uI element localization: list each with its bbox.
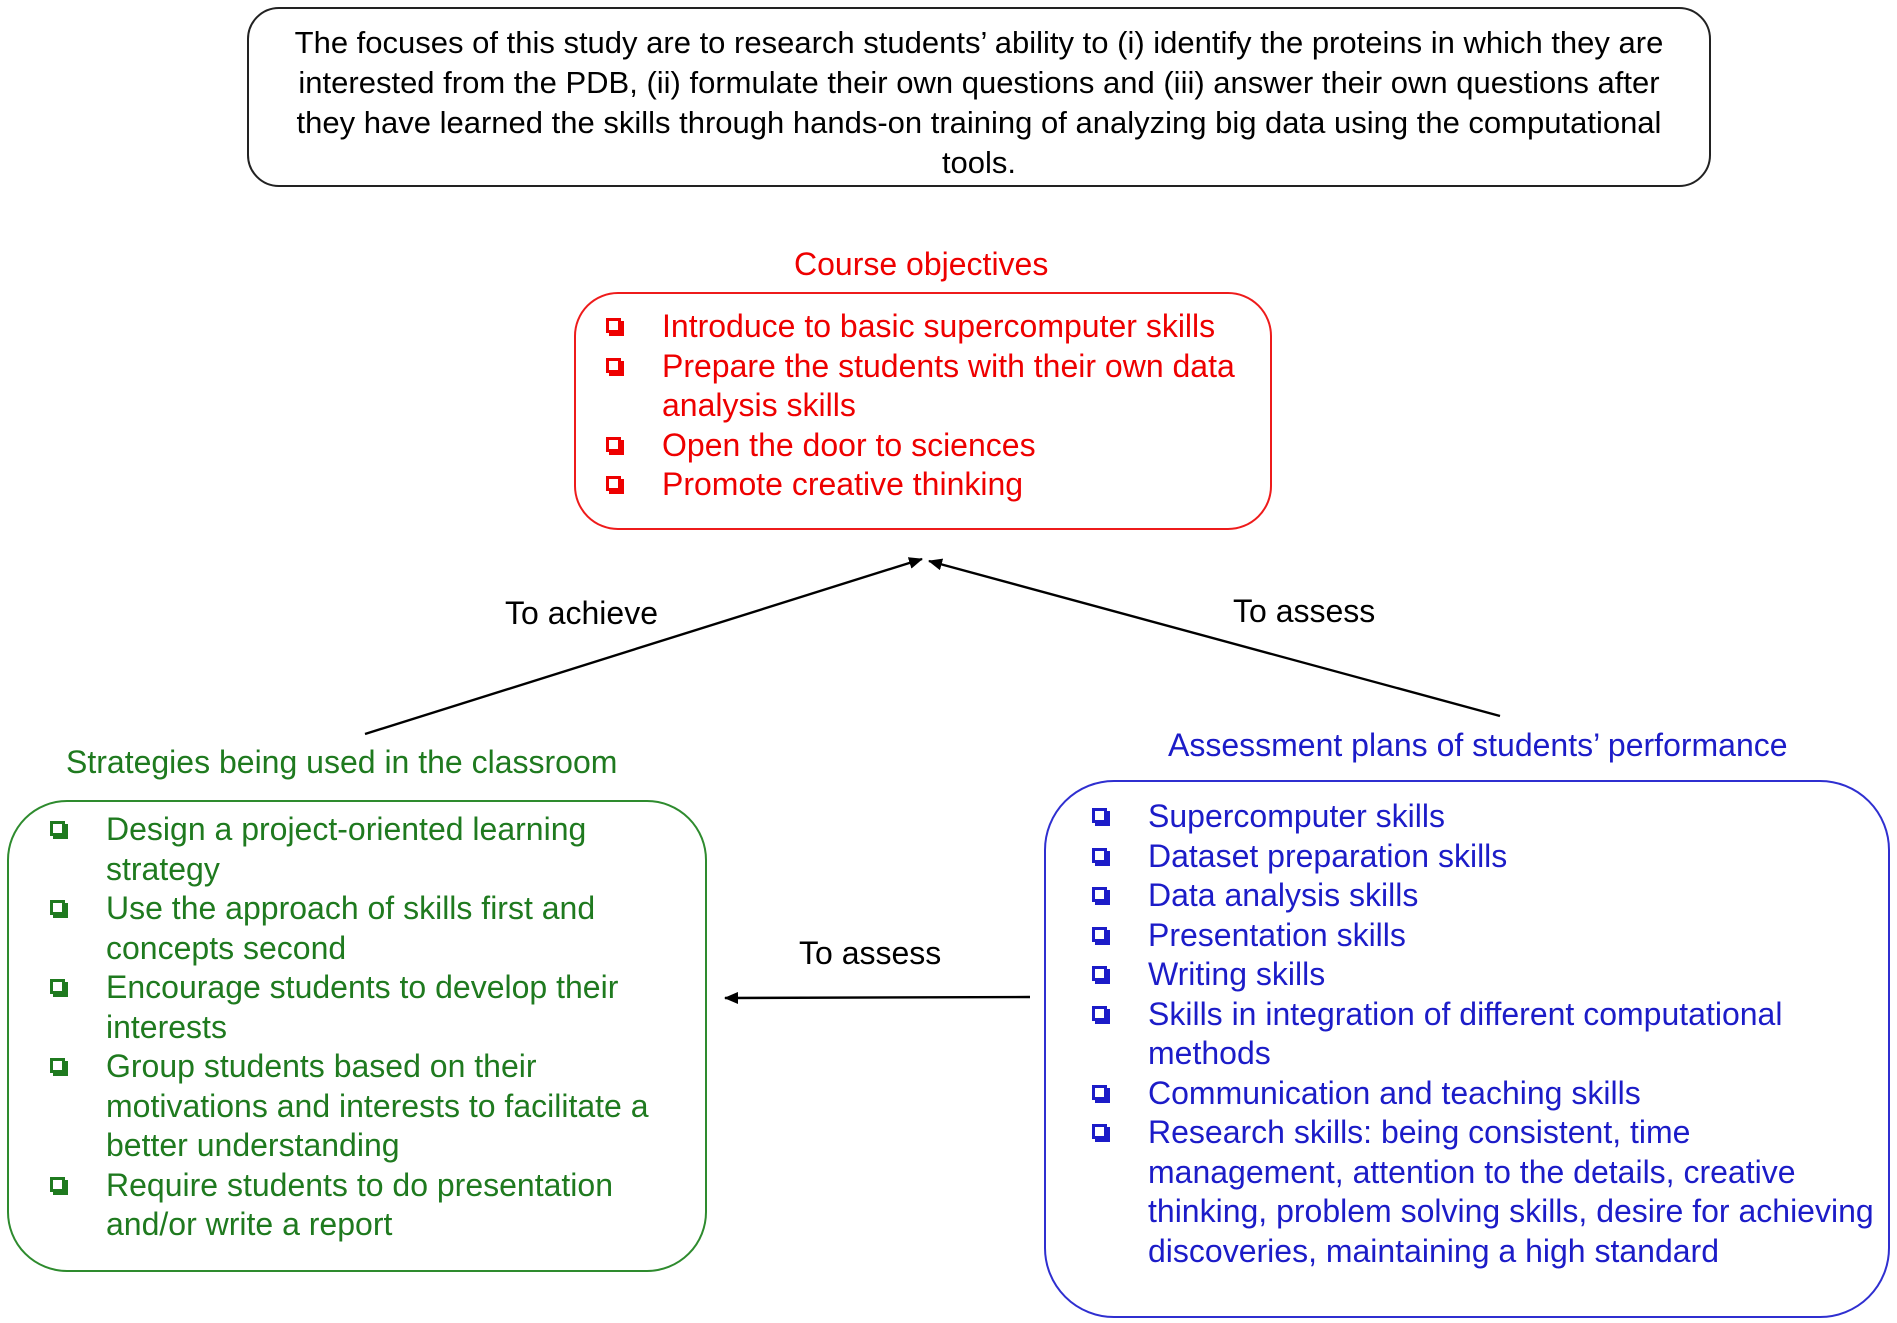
checkbox-bullet-icon — [1092, 1124, 1110, 1142]
list-item: Supercomputer skills — [1092, 797, 1882, 837]
checkbox-bullet-icon — [1092, 847, 1110, 866]
list-item: Presentation skills — [1092, 916, 1882, 956]
list-item: Open the door to sciences — [606, 426, 1266, 466]
checkbox-bullet-icon — [50, 979, 68, 997]
study-focus-text: The focuses of this study are to researc… — [294, 25, 1664, 180]
course-objectives-box — [574, 292, 1272, 530]
course-objectives-title: Course objectives — [794, 246, 1049, 282]
checkbox-bullet-icon — [50, 821, 68, 839]
checkbox-bullet-icon — [606, 436, 624, 455]
assessment-plans-box — [1044, 780, 1890, 1318]
arrow-to-assess-objectives — [928, 558, 1501, 718]
to-achieve-label: To achieve — [505, 595, 658, 631]
to-assess-label-top: To assess — [1233, 593, 1376, 629]
list-item: Group students based on their motivation… — [50, 1047, 690, 1166]
strategies-title: Strategies being used in the classroom — [66, 744, 618, 780]
assessment-plans-title: Assessment plans of students’ performanc… — [1168, 727, 1788, 763]
list-item: Use the approach of skills first and con… — [50, 889, 690, 968]
study-focus-box: The focuses of this study are to researc… — [247, 7, 1711, 187]
list-item: Design a project-oriented learning strat… — [50, 810, 690, 889]
assessment-plans-list: Supercomputer skills Dataset preparation… — [1092, 797, 1882, 1271]
checkbox-bullet-icon — [1092, 1005, 1110, 1024]
list-item: Introduce to basic supercomputer skills — [606, 307, 1266, 347]
strategies-box — [7, 800, 707, 1272]
arrow-to-achieve — [364, 557, 923, 736]
checkbox-bullet-icon — [606, 318, 624, 336]
list-item: Require students to do presentation and/… — [50, 1166, 690, 1245]
to-assess-label-middle: To assess — [799, 935, 942, 971]
checkbox-bullet-icon — [1092, 887, 1110, 905]
list-item: Dataset preparation skills — [1092, 837, 1882, 877]
arrow-to-assess-strategies — [724, 991, 1031, 1004]
list-item: Writing skills — [1092, 955, 1882, 995]
checkbox-bullet-icon — [50, 1058, 68, 1076]
list-item: Promote creative thinking — [606, 465, 1266, 505]
list-item: Prepare the students with their own data… — [606, 347, 1266, 426]
course-objectives-list: Introduce to basic supercomputer skills … — [606, 307, 1266, 505]
checkbox-bullet-icon — [1092, 1084, 1110, 1103]
strategies-list: Design a project-oriented learning strat… — [50, 810, 690, 1245]
list-item: Skills in integration of different compu… — [1092, 995, 1882, 1074]
checkbox-bullet-icon — [50, 1176, 68, 1195]
list-item: Data analysis skills — [1092, 876, 1882, 916]
list-item: Communication and teaching skills — [1092, 1074, 1882, 1114]
checkbox-bullet-icon — [1092, 966, 1110, 984]
list-item: Encourage students to develop their inte… — [50, 968, 690, 1047]
list-item: Research skills: being consistent, time … — [1092, 1113, 1882, 1271]
checkbox-bullet-icon — [1092, 926, 1110, 945]
checkbox-bullet-icon — [606, 476, 624, 494]
checkbox-bullet-icon — [50, 900, 68, 918]
checkbox-bullet-icon — [606, 357, 624, 376]
checkbox-bullet-icon — [1092, 808, 1110, 826]
